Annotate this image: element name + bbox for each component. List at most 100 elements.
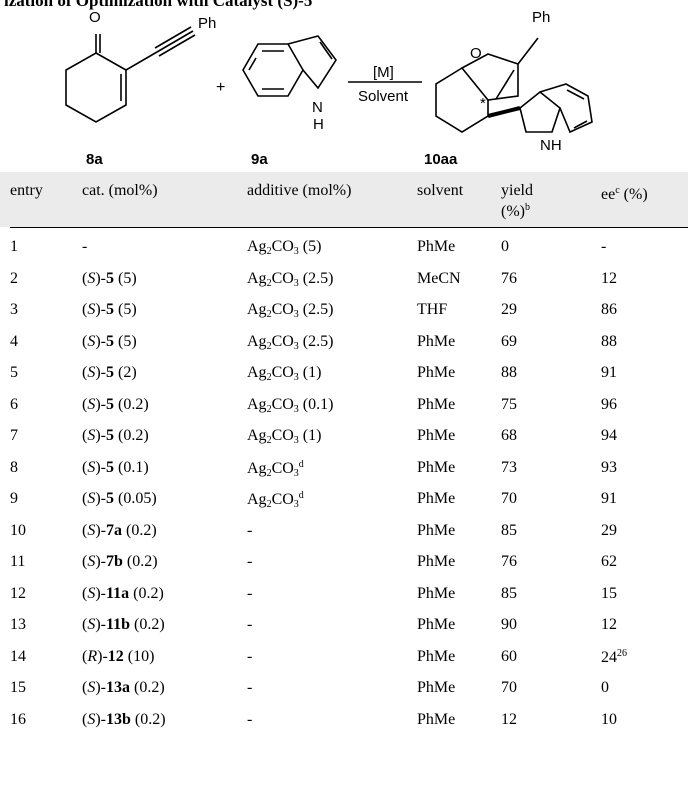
solvent-cell: PhMe [417,332,456,350]
table-header-rule [10,227,688,229]
indole-pyrrole-ring [287,35,337,90]
yield-cell: 70 [501,679,517,696]
header-yield: yield(%)b [501,182,533,220]
solvent-cell: PhMe [417,395,456,413]
catalyst-cell: (S)-5 (0.2) [82,427,149,444]
catalyst-cell: (S)-5 (0.1) [82,458,149,476]
ee-cell: 62 [601,553,617,570]
solvent-cell: PhMe [417,238,456,255]
catalyst-cell: (S)-11a (0.2) [82,584,164,602]
ee-cell: 29 [601,521,617,539]
product-indole-link [487,106,521,118]
stereocenter-mark: * [480,95,486,112]
header-ee: eec (%) [601,185,648,203]
additive-cell: - [247,584,253,602]
entry-cell: 16 [10,710,26,728]
table-header: entry cat. (mol%) additive (mol%) solven… [0,172,688,227]
yield-cell: 68 [501,427,517,444]
ee-cell: - [601,238,607,255]
yield-cell: 29 [501,301,517,318]
additive-cell: Ag2CO3 (2.5) [247,332,334,352]
ee-cell: 12 [601,269,617,287]
header-solvent: solvent [417,182,464,199]
catalyst-number: 5 [105,364,114,381]
solvent-cell: PhMe [417,364,456,381]
catalyst-cell: (S)-11b (0.2) [82,616,165,633]
product-indole-ring [519,90,561,133]
solvent-cell: PhMe [417,458,456,476]
solvent-cell: PhMe [417,427,456,444]
yield-cell: 90 [501,616,517,633]
catalyst-number: 5 [105,269,114,287]
entry-cell: 13 [10,616,26,633]
header-entry: entry [10,182,43,199]
additive-cell: Ag2CO3 (2.5) [247,269,334,289]
catalyst-number: 7b [105,553,123,570]
entry-cell: 4 [10,332,18,350]
yield-cell: 69 [501,332,517,350]
catalyst-cell: (S)-13b (0.2) [82,710,166,728]
entry-cell: 9 [10,490,18,507]
solvent-cell: PhMe [417,584,456,602]
ee-cell: 15 [601,584,617,602]
catalyst-cell: (S)-5 (0.2) [82,395,149,413]
catalyst-number: 5 [105,427,114,444]
oxygen-label: O [89,9,101,26]
additive-cell: Ag2CO3 (0.1) [247,395,334,415]
catalyst-label: [M] [373,64,394,81]
ee-cell: 10 [601,710,617,728]
catalyst-number: 5 [105,332,114,350]
catalyst-cell: (S)-7b (0.2) [82,553,158,570]
solvent-cell: MeCN [417,269,461,287]
additive-cell: - [247,710,253,728]
catalyst-cell: (S)-5 (0.05) [82,490,157,507]
catalyst-number: 12 [107,647,124,665]
additive-cell: - [247,521,253,539]
yield-cell: 76 [501,269,517,287]
entry-cell: 11 [10,553,26,570]
additive-cell: Ag2CO3 (5) [247,238,322,257]
ee-cell: 91 [601,490,617,507]
yield-cell: 60 [501,647,517,665]
catalyst-cell: (S)-13a (0.2) [82,679,165,696]
solvent-cell: PhMe [417,490,456,507]
entry-cell: 3 [10,301,18,318]
entry-cell: 1 [10,238,18,255]
additive-cell: Ag2CO3 (2.5) [247,301,334,320]
catalyst-cell: (S)-5 (2) [82,364,137,381]
entry-cell: 5 [10,364,18,381]
product-furan-ring [460,53,519,101]
header-additive: additive (mol%) [247,182,352,199]
solvent-label: Solvent [358,88,409,105]
entry-cell: 12 [10,584,26,602]
reaction-scheme: O Ph + N H [M] Solvent O Ph * NH 8a 9a 1… [65,9,593,168]
catalyst-number: 5 [105,458,114,476]
additive-cell: - [247,553,253,570]
yield-cell: 88 [501,364,517,381]
plus-sign: + [216,79,225,96]
additive-cell: Ag2CO3d [247,490,304,510]
product-oxygen-label: O [470,45,482,62]
ee-cell: 96 [601,395,617,413]
solvent-cell: PhMe [417,553,456,570]
ee-cell: 94 [601,427,617,444]
phenyl-label-10aa: Ph [532,9,550,26]
cyclohexenone-ring [65,52,127,123]
solvent-cell: PhMe [417,710,456,728]
product-cyclohexane-ring [435,67,489,133]
ee-cell: 0 [601,679,609,696]
entry-cell: 7 [10,427,18,444]
entry-cell: 10 [10,521,26,539]
ee-cell: 88 [601,332,617,350]
solvent-cell: PhMe [417,647,456,665]
entry-cell: 6 [10,395,18,413]
